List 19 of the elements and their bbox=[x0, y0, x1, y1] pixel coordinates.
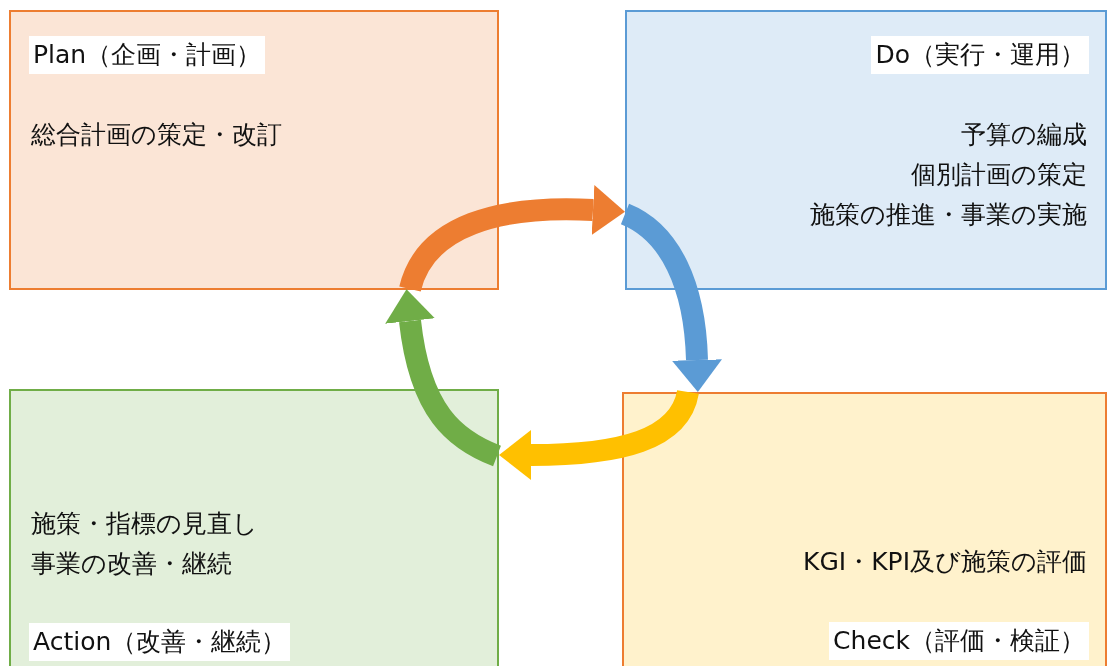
phase-box bbox=[9, 389, 499, 666]
task-text: 事業の改善・継続 bbox=[31, 548, 232, 580]
task-text: KGI・KPI及び施策の評価 bbox=[803, 546, 1087, 578]
task-text: 施策の推進・事業の実施 bbox=[810, 199, 1087, 231]
phase-heading: Action（改善・継続） bbox=[29, 623, 291, 661]
phase-box bbox=[622, 392, 1107, 666]
cycle-arrow bbox=[399, 185, 625, 293]
task-text: 個別計画の策定 bbox=[911, 159, 1087, 191]
phase-box bbox=[9, 10, 499, 290]
phase-box bbox=[625, 10, 1107, 290]
task-text: 総合計画の策定・改訂 bbox=[31, 119, 282, 151]
cycle-arrow bbox=[385, 289, 502, 467]
cycle-arrow bbox=[499, 389, 699, 480]
phase-heading: Check（評価・検証） bbox=[829, 622, 1089, 660]
phase-heading: Plan（企画・計画） bbox=[29, 36, 266, 74]
cycle-arrow bbox=[620, 204, 722, 392]
phase-heading: Do（実行・運用） bbox=[871, 36, 1089, 74]
task-text: 予算の編成 bbox=[961, 119, 1087, 151]
task-text: 施策・指標の見直し bbox=[31, 508, 258, 540]
